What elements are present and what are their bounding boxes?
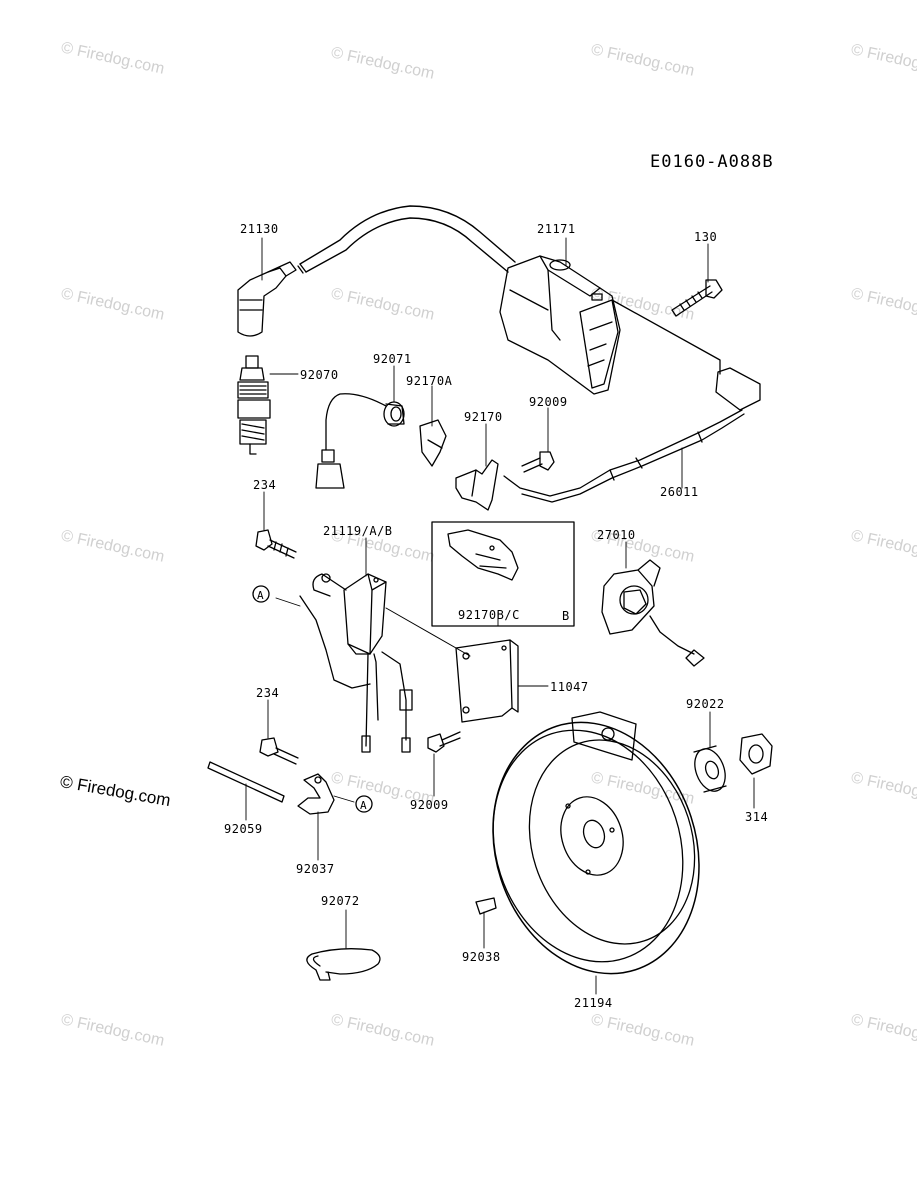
grommet: [383, 401, 405, 427]
part-label-26011: 26011: [660, 485, 699, 499]
part-label-21194: 21194: [574, 996, 613, 1010]
part-label-92072: 92072: [321, 894, 360, 908]
callout-circles: [252, 585, 373, 813]
bolt-bottom: [259, 737, 299, 765]
part-label-234-top: 234: [253, 478, 277, 492]
washer: [693, 745, 727, 793]
part-label-92170BC: 92170B/C: [458, 608, 520, 622]
screw-bottom: [427, 731, 461, 753]
diagram-code: E0160-A088B: [650, 152, 774, 172]
bolt-top: [255, 529, 297, 559]
part-label-92037: 92037: [296, 862, 335, 876]
bracket: [455, 459, 499, 511]
part-label-92038: 92038: [462, 950, 501, 964]
part-label-92071: 92071: [373, 352, 412, 366]
part-label-92170A: 92170A: [406, 374, 453, 388]
leader-lines: [245, 237, 755, 995]
part-label-27010: 27010: [597, 528, 636, 542]
part-label-92059: 92059: [224, 822, 263, 836]
stop-switch: [601, 559, 705, 667]
band: [306, 948, 381, 981]
part-label-92022: 92022: [686, 697, 725, 711]
part-label-21171: 21171: [537, 222, 576, 236]
callout-b: B: [562, 609, 569, 623]
spark-plug: [237, 355, 271, 455]
callout-a1: A: [257, 589, 264, 602]
stop-switch-wire: [315, 393, 387, 489]
part-label-92070: 92070: [300, 368, 339, 382]
screw-top: [521, 451, 555, 473]
callout-a2: A: [360, 799, 367, 812]
ignition-lead: [297, 205, 516, 274]
mounting-plate: [455, 639, 519, 723]
clamp: [297, 773, 335, 815]
key: [475, 897, 497, 915]
part-label-130: 130: [694, 230, 718, 244]
part-label-92170: 92170: [464, 410, 503, 424]
part-label-92009-top: 92009: [529, 395, 568, 409]
clamp-a: [419, 419, 447, 467]
part-label-92009-bottom: 92009: [410, 798, 449, 812]
part-label-11047: 11047: [550, 680, 589, 694]
part-label-21119: 21119/A/B: [323, 524, 393, 538]
part-label-21130: 21130: [240, 222, 279, 236]
ignition-coil: [499, 255, 621, 395]
pin: [207, 761, 285, 803]
plug-cap: [237, 261, 297, 337]
nut: [739, 733, 773, 775]
flywheel: [492, 711, 700, 975]
stop-wire: [503, 299, 761, 503]
inset-box: [431, 521, 575, 627]
part-label-234-bottom: 234: [256, 686, 280, 700]
ignition-module: [299, 573, 413, 753]
part-label-314: 314: [745, 810, 769, 824]
coil-bolt: [671, 279, 723, 317]
